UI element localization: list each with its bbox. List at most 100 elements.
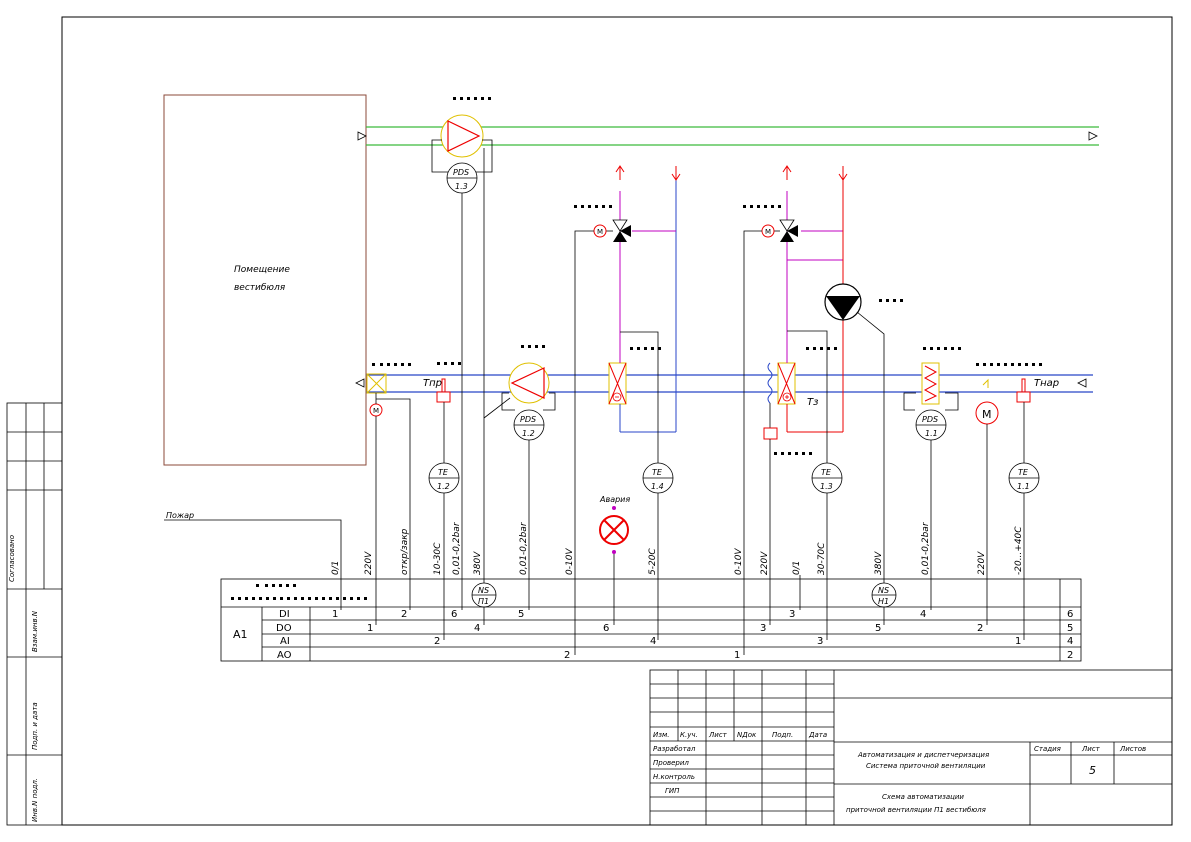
dots-supply-fan	[521, 345, 545, 348]
alarm-lamp	[599, 515, 629, 545]
stamp-sheet-no: 5	[1089, 764, 1096, 777]
row-ao: AO	[277, 650, 292, 661]
alarm-dot-top	[612, 506, 616, 510]
stamp-sheets: Листов	[1119, 745, 1146, 753]
di-num-4: 3	[789, 609, 795, 620]
right-num-0: 6	[1067, 609, 1073, 620]
do-num-2: 6	[603, 623, 609, 634]
tpr-sensor	[441, 378, 446, 394]
dots-cooler	[923, 347, 961, 350]
damper-wire	[375, 393, 411, 610]
svg-text:1.2: 1.2	[437, 482, 450, 491]
svg-text:M: M	[597, 228, 603, 236]
air-cooler	[921, 362, 940, 405]
signal-13: 380V	[874, 551, 884, 575]
valve-1: M	[593, 219, 631, 242]
tz-label: Tз	[807, 397, 818, 408]
pds12-bubble: PDS 1.2	[513, 409, 545, 441]
stamp-sheet: Лист	[1081, 745, 1101, 753]
room-box	[163, 94, 367, 466]
preheater	[777, 362, 796, 405]
stamp-role-2: Н.контроль	[653, 773, 695, 781]
di-num-3: 5	[518, 609, 524, 620]
supply-fan-power-wire	[483, 397, 511, 419]
dots-exhaust-fan	[453, 97, 491, 100]
exhaust-fan	[440, 114, 484, 158]
svg-text:1.3: 1.3	[455, 182, 468, 191]
svg-text:PDS: PDS	[922, 415, 938, 424]
dots-diff	[976, 363, 1042, 366]
stamp-hdr-2: Лист	[708, 731, 728, 739]
dots-controller-1	[256, 584, 296, 587]
do-num-5: 2	[977, 623, 983, 634]
side-label-agreed: Согласовано	[8, 535, 16, 582]
te14-bubble: TE 1.4	[642, 462, 674, 494]
stamp-hdr-3: NДок	[737, 731, 757, 739]
signal-0: 0/1	[331, 561, 341, 575]
pump-wire	[856, 311, 885, 584]
ao-num-0: 2	[564, 650, 570, 661]
svg-text:PDS: PDS	[453, 168, 469, 177]
svg-text:TE: TE	[438, 468, 449, 477]
right-num-2: 4	[1067, 636, 1073, 647]
svg-text:PDS: PDS	[520, 415, 536, 424]
stamp-title-1: Автоматизация и диспетчеризация	[857, 751, 989, 759]
damper-actuator: M	[369, 403, 383, 417]
drawing-frame	[61, 16, 1173, 826]
svg-text:П1: П1	[478, 597, 489, 606]
signal-12: 30-70С	[817, 542, 827, 575]
tpr-label: Tпр	[423, 378, 442, 389]
ns-p1-bubble: NS П1	[471, 582, 497, 608]
alarm-label: Авария	[599, 495, 630, 504]
signal-10: 220V	[760, 551, 770, 575]
dots-valve-2	[743, 205, 781, 208]
supply-arrow-left	[355, 378, 365, 388]
signal-6: 0,01-0,2bar	[519, 521, 529, 575]
stamp-hdr-1: К.уч.	[680, 731, 698, 739]
frost-stat-box	[763, 427, 778, 440]
svg-text:TE: TE	[821, 468, 832, 477]
pds11-bubble: PDS 1.1	[915, 409, 947, 441]
signal-8: 5-20С	[648, 548, 658, 575]
svg-text:NS: NS	[878, 586, 889, 595]
signal-4: 0,01-0,2bar	[452, 521, 462, 575]
dots-controller-2	[231, 597, 367, 600]
dots-tz	[774, 452, 812, 455]
svg-text:NS: NS	[478, 586, 489, 595]
heater1-pipes	[619, 180, 677, 433]
ai-num-3: 1	[1015, 636, 1021, 647]
fire-label: Пожар	[166, 511, 194, 520]
te11-bubble: TE 1.1	[1008, 462, 1040, 494]
fire-wire	[164, 519, 342, 610]
supply-arrow-right	[1077, 378, 1087, 388]
diff-sensor	[982, 378, 989, 388]
pds11-tubing	[903, 392, 959, 411]
di-num-1: 2	[401, 609, 407, 620]
heater2-arrow-down	[838, 166, 848, 181]
stamp-desc-1: Схема автоматизации	[882, 793, 964, 801]
signal-9: 0-10V	[734, 548, 744, 575]
controller-table	[220, 578, 1082, 662]
supply-damper	[366, 373, 387, 394]
room-label-2: вестибюля	[234, 283, 286, 293]
heater2-sensor-tube	[787, 330, 828, 463]
signal-7: 0-10V	[565, 548, 575, 575]
pds12-tubing	[501, 392, 556, 411]
side-stamp	[6, 402, 63, 826]
side-label-sign-date: Подп. и дата	[31, 702, 39, 750]
do-num-3: 3	[760, 623, 766, 634]
do-num-1: 4	[474, 623, 480, 634]
ai-num-0: 2	[434, 636, 440, 647]
do-num-0: 1	[367, 623, 373, 634]
te13-bubble: TE 1.3	[811, 462, 843, 494]
circulation-pump	[824, 283, 862, 321]
alarm-dot-bottom	[612, 550, 616, 554]
supply-fan	[508, 362, 550, 404]
room-label-1: Помещение	[234, 265, 290, 275]
di-num-5: 4	[920, 609, 926, 620]
supply-duct	[366, 374, 1093, 393]
di-num-2: 6	[451, 609, 457, 620]
stamp-hdr-4: Подп.	[772, 731, 793, 739]
svg-text:M: M	[765, 228, 771, 236]
exhaust-arrow-left	[357, 131, 367, 141]
